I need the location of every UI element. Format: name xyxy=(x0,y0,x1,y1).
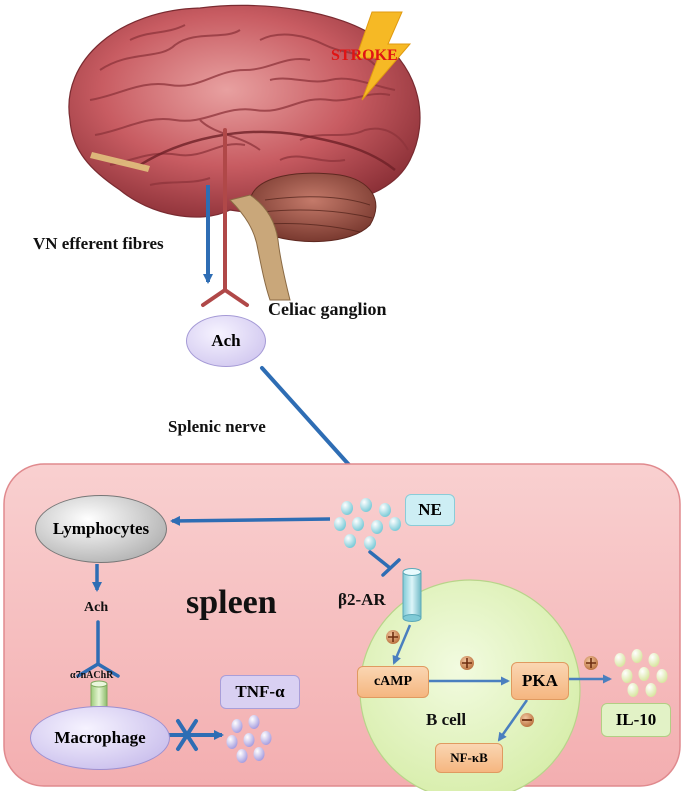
il10-vesicles xyxy=(614,649,668,697)
ach-to-receptor-terminal xyxy=(76,620,120,678)
b2ar-receptor xyxy=(402,568,422,622)
pka-label: PKA xyxy=(522,671,558,690)
ne-vesicles xyxy=(334,498,401,550)
b2ar-to-camp-arrow xyxy=(392,624,412,665)
tnf-label: TNF-α xyxy=(235,682,285,701)
lightning-icon xyxy=(355,11,412,101)
il10-box: IL-10 xyxy=(601,703,671,737)
celiac-nerve-terminal xyxy=(201,128,249,307)
b-cell-label: B cell xyxy=(426,710,467,729)
a7nachr-receptor xyxy=(90,680,108,709)
ach-lower-label: Ach xyxy=(84,600,109,615)
spleen-label: spleen xyxy=(186,584,277,621)
tnf-vesicles xyxy=(226,715,272,763)
ne-to-b2ar-terminal xyxy=(368,550,401,577)
splenic-nerve-label: Splenic nerve xyxy=(168,417,266,436)
plus-icon xyxy=(584,656,598,670)
camp-box: cAMP xyxy=(357,666,429,698)
nfkb-label: NF-κB xyxy=(450,750,488,765)
lymphocytes-node: Lymphocytes xyxy=(35,495,167,563)
vn-efferent-fibres-label: VN efferent fibres xyxy=(33,234,164,253)
ne-to-lymphocytes-arrow xyxy=(170,515,331,526)
nfkb-box: NF-κB xyxy=(435,743,503,773)
pka-box: PKA xyxy=(511,662,569,700)
celiac-ganglion-label: Celiac ganglion xyxy=(268,299,387,319)
minus-icon xyxy=(520,713,534,727)
b2ar-label: β2-AR xyxy=(338,590,386,609)
block-cross-icon xyxy=(176,719,198,751)
pka-to-nfkb-arrow xyxy=(497,699,529,742)
tnf-label-box: TNF-α xyxy=(220,675,300,709)
lymphocytes-label: Lymphocytes xyxy=(52,519,150,538)
plus-icon xyxy=(386,630,400,644)
ne-label: NE xyxy=(418,500,442,519)
ach-top-label: Ach xyxy=(211,331,241,350)
macrophage-node: Macrophage xyxy=(30,706,170,770)
il10-label: IL-10 xyxy=(615,710,657,729)
ne-label-box: NE xyxy=(405,494,455,526)
a7nachr-label: α7nAChR xyxy=(70,670,114,681)
ach-top-node: Ach xyxy=(186,315,266,367)
brain-illustration xyxy=(68,4,421,301)
plus-icon xyxy=(460,656,474,670)
macrophage-label: Macrophage xyxy=(54,728,146,747)
camp-label: cAMP xyxy=(373,674,413,689)
stroke-label: STROKE xyxy=(331,47,398,64)
